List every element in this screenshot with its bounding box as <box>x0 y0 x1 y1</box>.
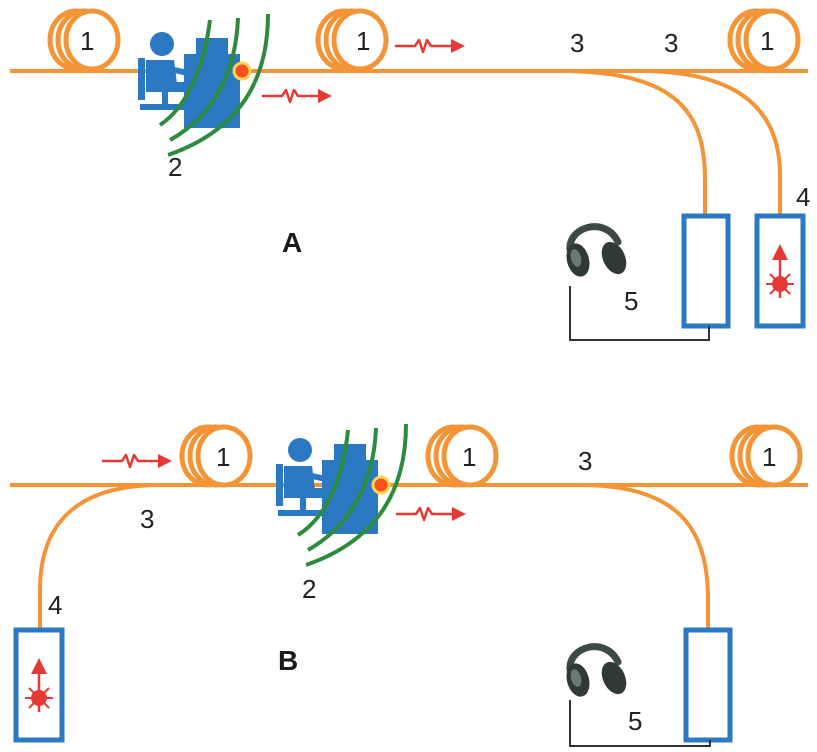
tap-point-icon <box>371 475 391 495</box>
coil-label: 1 <box>356 26 370 56</box>
laser-label: 4 <box>48 590 62 620</box>
coil-label: 1 <box>80 26 94 56</box>
panel-b: 1 1 1 2 3 3 4 5 B <box>10 423 808 747</box>
coil-label: 1 <box>216 442 230 472</box>
headphone-wire <box>569 286 710 341</box>
headphone-wire <box>569 700 711 747</box>
wave-icon <box>296 423 408 567</box>
wave-icon <box>158 13 270 157</box>
fiber-branch-receiver-b <box>579 483 710 630</box>
coil-label: 1 <box>462 442 476 472</box>
coupler-label: 3 <box>570 28 584 58</box>
coupler-label: 3 <box>578 446 592 476</box>
coil-label: 1 <box>760 26 774 56</box>
fiber-coil-icon <box>318 11 386 69</box>
tap-point-icon <box>232 61 252 81</box>
panel-a: 1 1 1 2 3 3 4 5 A <box>10 11 810 341</box>
person-label: 2 <box>302 574 316 604</box>
headphones-icon <box>563 647 631 700</box>
fiber-branch-laser-b <box>38 483 161 630</box>
panel-label: A <box>282 227 302 258</box>
coupler-label: 3 <box>140 504 154 534</box>
panel-label: B <box>278 645 298 676</box>
laser-label: 4 <box>796 182 810 212</box>
headphones-label: 5 <box>624 286 638 316</box>
laser-source-icon <box>757 216 803 326</box>
headphones-icon <box>563 227 631 280</box>
receiver-icon <box>681 213 731 329</box>
signal-arrow-icon <box>260 87 334 105</box>
fiber-branch-laser-a <box>639 69 782 216</box>
coupler-label: 3 <box>664 28 678 58</box>
coil-label: 1 <box>762 442 776 472</box>
signal-arrow-icon <box>100 452 174 470</box>
signal-arrow-icon <box>394 505 468 523</box>
receiver-icon <box>683 627 733 743</box>
laser-source-icon <box>16 630 62 740</box>
signal-arrow-icon <box>393 37 467 55</box>
fiber-branch-receiver-a <box>559 69 707 216</box>
headphones-label: 5 <box>628 706 642 736</box>
person-label: 2 <box>168 152 182 182</box>
